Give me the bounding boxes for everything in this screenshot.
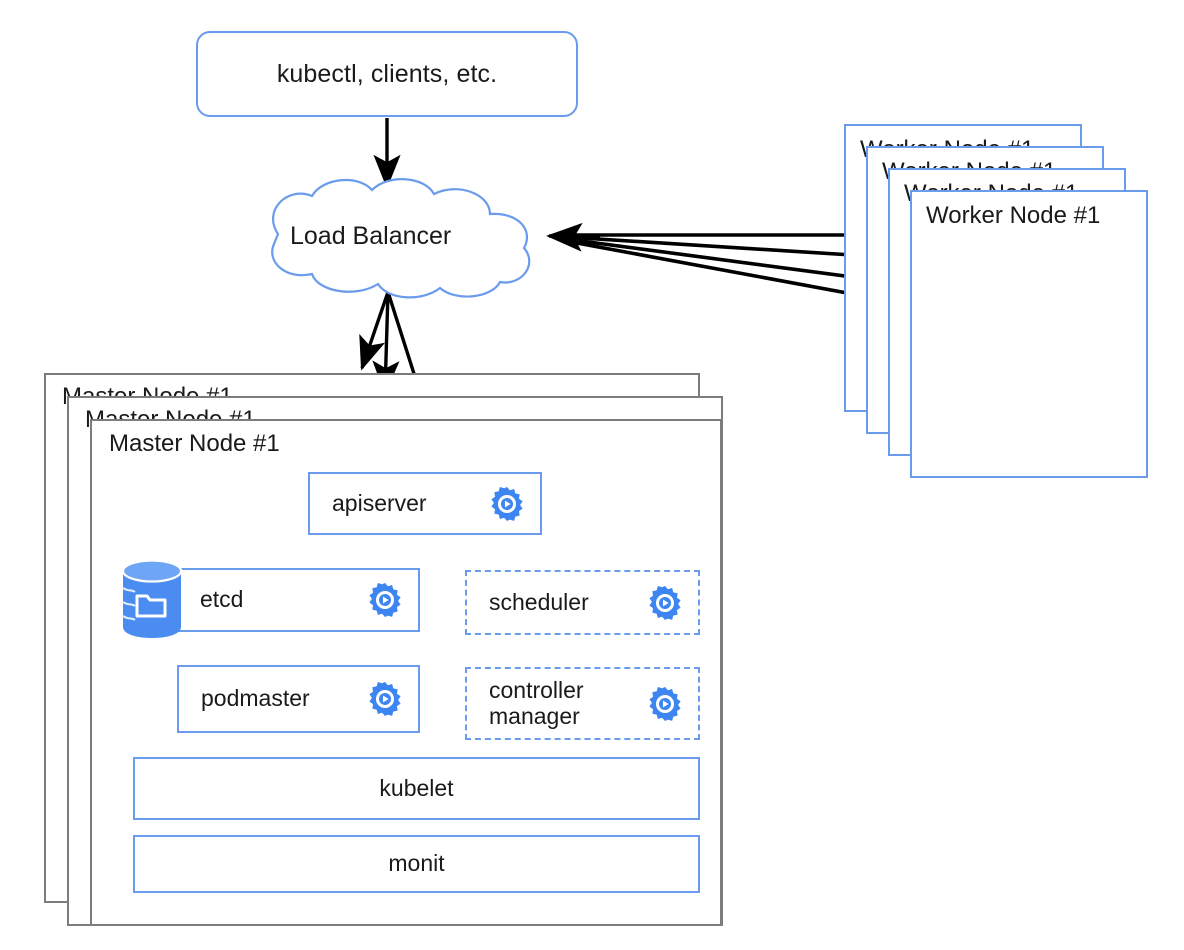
component-apiserver[interactable]: apiserver: [308, 472, 542, 535]
component-kubelet[interactable]: kubelet: [133, 757, 700, 820]
etcd-label: etcd: [200, 586, 244, 613]
component-scheduler[interactable]: scheduler: [465, 570, 700, 635]
gear-play-icon: [649, 585, 681, 620]
podmaster-label: podmaster: [201, 685, 310, 712]
scheduler-label: scheduler: [489, 588, 589, 615]
master-node-title-1: Master Node #1: [109, 430, 280, 457]
database-folder-icon: [121, 559, 183, 638]
gear-play-icon: [369, 582, 401, 618]
kubelet-label: kubelet: [379, 774, 454, 801]
gear-play-icon: [491, 486, 523, 521]
worker-node-card-1[interactable]: Worker Node #1: [910, 190, 1148, 478]
cloud-icon: [271, 178, 531, 299]
apiserver-label: apiserver: [332, 489, 427, 516]
component-monit[interactable]: monit: [133, 835, 700, 893]
component-etcd[interactable]: etcd: [150, 568, 420, 632]
monit-label: monit: [388, 850, 445, 877]
gear-play-icon: [649, 686, 681, 721]
load-balancer-label: Load Balancer: [290, 222, 452, 250]
controller-manager-label-line1: controller: [489, 676, 584, 703]
clients-box[interactable]: kubectl, clients, etc.: [196, 31, 578, 117]
component-podmaster[interactable]: podmaster: [177, 665, 420, 733]
gear-play-icon: [369, 681, 401, 717]
clients-label: kubectl, clients, etc.: [276, 59, 498, 88]
worker-node-title-1: Worker Node #1: [926, 202, 1101, 229]
controller-manager-label-line2: manager: [489, 702, 580, 729]
